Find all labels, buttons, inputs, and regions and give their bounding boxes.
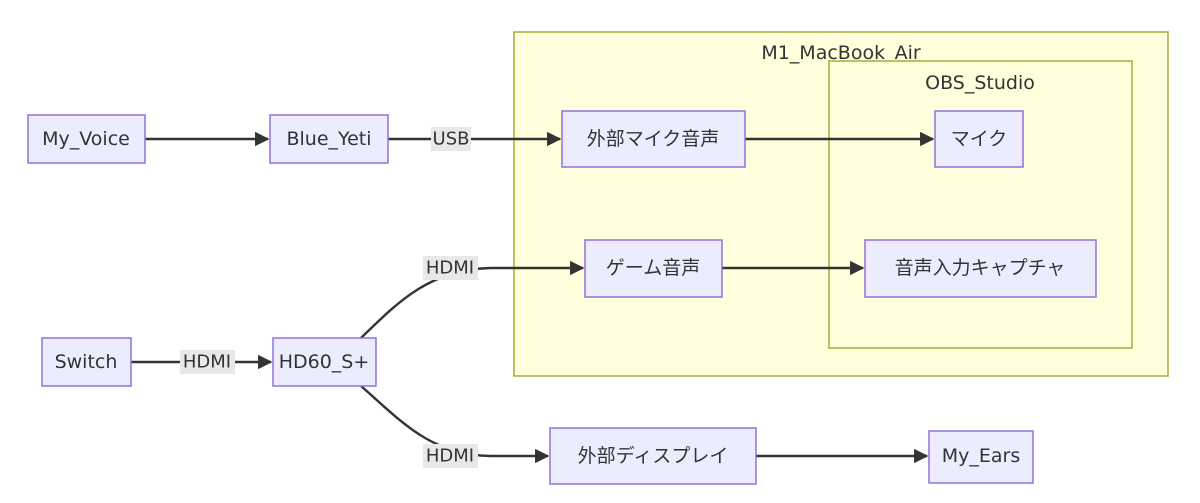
node-audio-input-capture[interactable]: 音声入力キャプチャ: [864, 239, 1097, 298]
edge-label-hdmi-display: HDMI: [423, 444, 478, 468]
node-blue-yeti[interactable]: Blue_Yeti: [269, 114, 389, 164]
cluster-obs-studio: OBS_Studio: [828, 60, 1133, 349]
node-game-audio[interactable]: ゲーム音声: [584, 239, 723, 298]
svg-text:ゲーム音声: ゲーム音声: [606, 257, 700, 279]
node-switch[interactable]: Switch: [41, 337, 132, 387]
svg-text:HDMI: HDMI: [183, 352, 231, 373]
cluster-m1-macbook-air-title: M1_MacBook_Air: [761, 42, 921, 64]
svg-text:HDMI: HDMI: [426, 446, 474, 467]
node-ext-mic-audio[interactable]: 外部マイク音声: [561, 110, 746, 168]
svg-text:My_Voice: My_Voice: [42, 128, 130, 150]
svg-text:Blue_Yeti: Blue_Yeti: [286, 128, 371, 150]
svg-text:USB: USB: [433, 129, 470, 150]
svg-text:音声入力キャプチャ: 音声入力キャプチャ: [895, 257, 1066, 279]
cluster-obs-studio-title: OBS_Studio: [925, 72, 1035, 94]
svg-text:My_Ears: My_Ears: [942, 445, 1021, 467]
svg-text:外部ディスプレイ: 外部ディスプレイ: [578, 445, 729, 467]
edge-label-hdmi-switch: HDMI: [180, 350, 235, 374]
cluster-obs-studio-box: [828, 60, 1133, 349]
edge-hd60-to-ext-display: [360, 385, 550, 464]
node-ext-display[interactable]: 外部ディスプレイ: [549, 427, 757, 485]
edge-label-usb: USB: [431, 127, 471, 151]
node-mic[interactable]: マイク: [934, 110, 1024, 168]
node-my-voice[interactable]: My_Voice: [27, 114, 146, 164]
edge-label-hdmi-game: HDMI: [423, 256, 478, 280]
svg-text:HD60_S+: HD60_S+: [279, 351, 370, 373]
node-my-ears[interactable]: My_Ears: [928, 430, 1034, 484]
svg-text:外部マイク音声: 外部マイク音声: [587, 128, 720, 150]
svg-text:HDMI: HDMI: [426, 258, 474, 279]
edge-hd60-to-game-audio: [360, 260, 585, 339]
svg-text:Switch: Switch: [55, 351, 118, 373]
svg-text:マイク: マイク: [951, 128, 1008, 150]
node-hd60-s-plus[interactable]: HD60_S+: [272, 337, 377, 387]
